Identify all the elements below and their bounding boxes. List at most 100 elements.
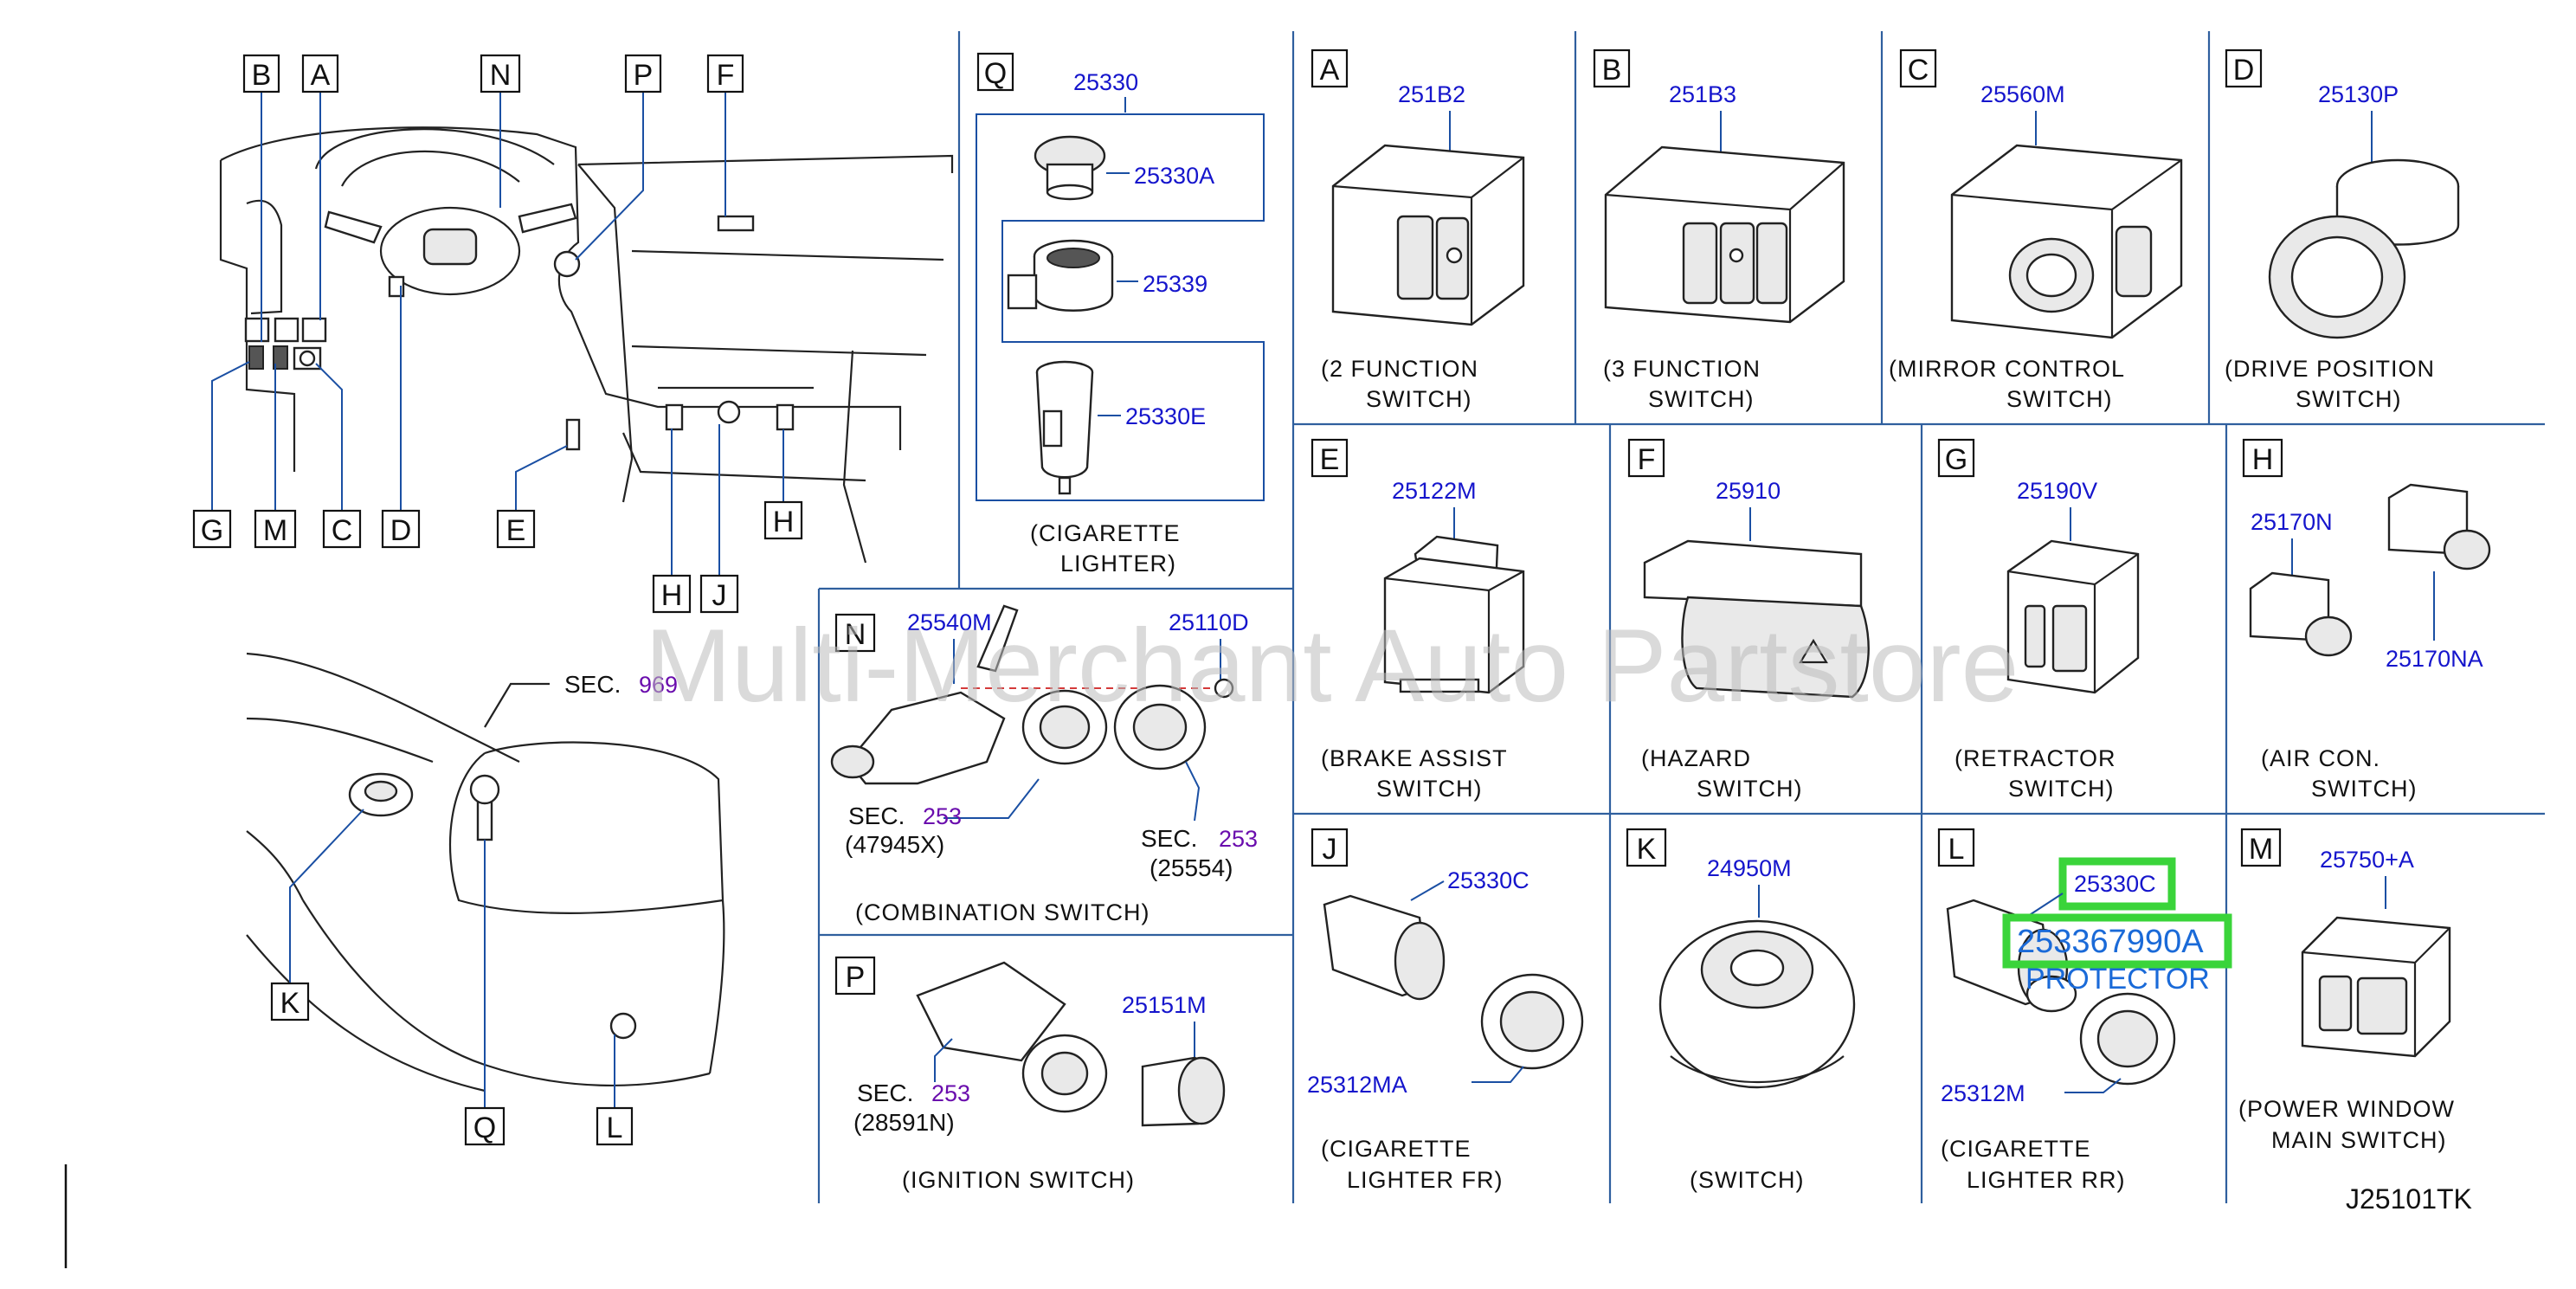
svg-text:J: J: [712, 579, 727, 612]
panel-d-part[interactable]: 25130P: [2318, 81, 2399, 107]
panel-m-letter: M: [2249, 833, 2273, 866]
overview-sec-number[interactable]: 969: [639, 672, 678, 698]
panel-n: N 25540M 25110D SEC. 253 (47945X) SEC. 2…: [830, 604, 1258, 925]
overview-callouts: B A N P F G M C D E H H J K Q L: [192, 54, 803, 1146]
panel-m-part[interactable]: 25750+A: [2320, 847, 2414, 873]
panel-n-sec-left-number[interactable]: 253: [923, 803, 962, 829]
callout-g[interactable]: G: [192, 509, 232, 549]
panel-l-highlight-box-1: [2058, 857, 2176, 911]
panel-q-assembly[interactable]: 25330: [1073, 69, 1138, 95]
panel-k-part[interactable]: 24950M: [1707, 855, 1792, 881]
panel-h-part-2[interactable]: 25170NA: [2386, 646, 2483, 672]
panel-l-part-1[interactable]: 25330C: [2074, 871, 2156, 897]
panel-p-sec-number[interactable]: 253: [931, 1080, 970, 1106]
panel-j: J 25330C 25312MA (CIGARETTE LIGHTER FR): [1307, 828, 1584, 1193]
panel-f-caption-2: SWITCH): [1697, 776, 1802, 802]
panel-e-caption-2: SWITCH): [1376, 776, 1482, 802]
overview-leaders: [211, 92, 784, 576]
panel-grid: [817, 31, 2545, 1203]
panel-e: E 25122M (BRAKE ASSIST SWITCH): [1311, 438, 1525, 802]
callout-a[interactable]: A: [301, 54, 339, 93]
panel-j-part-2[interactable]: 25312MA: [1307, 1072, 1407, 1098]
panel-f-letter: F: [1638, 443, 1656, 476]
panel-a-caption-2: SWITCH): [1366, 386, 1472, 412]
panel-g-letter: G: [1945, 443, 1967, 476]
callout-f[interactable]: F: [706, 54, 744, 93]
panel-j-letter: J: [1323, 833, 1337, 866]
panel-h-caption-1: (AIR CON.: [2261, 745, 2380, 771]
panel-m: M 25750+A (POWER WINDOW MAIN SWITCH): [2238, 828, 2455, 1153]
svg-text:M: M: [263, 514, 287, 547]
panel-c-letter: C: [1908, 54, 1929, 87]
panel-a: A 251B2 (2 FUNCTION SWITCH): [1311, 48, 1525, 412]
panel-a-part[interactable]: 251B2: [1398, 81, 1465, 107]
svg-text:P: P: [634, 59, 654, 92]
panel-m-caption-2: MAIN SWITCH): [2271, 1127, 2446, 1153]
callout-p[interactable]: P: [624, 54, 662, 93]
panel-h-caption-2: SWITCH): [2311, 776, 2417, 802]
panel-n-sec-left-sub: (47945X): [845, 831, 944, 858]
panel-d-letter: D: [2233, 54, 2255, 87]
console-leaders: [289, 809, 615, 1108]
panel-e-letter: E: [1320, 443, 1340, 476]
panel-e-part[interactable]: 25122M: [1392, 478, 1477, 504]
svg-text:Q: Q: [473, 1112, 496, 1144]
panel-n-letter: N: [845, 618, 866, 651]
panel-l-highlight-name: PROTECTOR: [2025, 963, 2210, 996]
panel-g-caption-2: SWITCH): [2008, 776, 2114, 802]
panel-l-part-2[interactable]: 25312M: [1941, 1080, 2025, 1106]
svg-text:B: B: [252, 59, 272, 92]
panel-e-caption-1: (BRAKE ASSIST: [1321, 745, 1508, 771]
panel-g-caption-1: (RETRACTOR: [1955, 745, 2116, 771]
panel-l-letter: L: [1948, 833, 1965, 866]
panel-p: P 25151M SEC. 253 (28591N) (IGNITION SWI…: [834, 956, 1226, 1193]
panel-f: F 25910 (HAZARD SWITCH): [1627, 438, 1870, 802]
panel-b-caption-1: (3 FUNCTION: [1603, 356, 1761, 382]
panel-n-sec-right-number[interactable]: 253: [1219, 826, 1258, 852]
panel-d-caption-2: SWITCH): [2296, 386, 2401, 412]
callout-d[interactable]: D: [381, 509, 421, 549]
panel-q-part-3[interactable]: 25330E: [1125, 403, 1206, 429]
panel-n-part-1[interactable]: 25540M: [907, 609, 992, 635]
callout-h-right[interactable]: H: [763, 500, 803, 540]
panel-q: Q 25330 25330A 25339 25330E (CIGARETTE L…: [976, 52, 1265, 577]
callout-c[interactable]: C: [322, 509, 362, 549]
panel-q-caption-1: (CIGARETTE: [1030, 520, 1181, 546]
panel-p-part[interactable]: 25151M: [1122, 992, 1207, 1018]
callout-q[interactable]: Q: [464, 1106, 506, 1146]
svg-text:F: F: [717, 59, 735, 92]
callout-j[interactable]: J: [699, 574, 739, 614]
panel-c-caption-2: SWITCH): [2006, 386, 2112, 412]
dashboard-overview: [219, 126, 954, 564]
callout-k[interactable]: K: [270, 982, 310, 1022]
callout-l[interactable]: L: [596, 1106, 634, 1146]
panel-d-caption-1: (DRIVE POSITION: [2225, 356, 2435, 382]
panel-k-caption: (SWITCH): [1690, 1167, 1804, 1193]
panel-b-caption-2: SWITCH): [1648, 386, 1754, 412]
callout-e[interactable]: E: [496, 509, 536, 549]
svg-text:G: G: [201, 514, 223, 547]
svg-text:N: N: [490, 59, 512, 92]
panel-m-caption-1: (POWER WINDOW: [2238, 1096, 2455, 1122]
panel-h: H 25170N 25170NA (AIR CON. SWITCH): [2242, 438, 2491, 802]
svg-text:H: H: [773, 506, 795, 538]
panel-f-part[interactable]: 25910: [1716, 478, 1781, 504]
panel-q-part-2[interactable]: 25339: [1143, 271, 1208, 297]
console-overview: [246, 652, 725, 1092]
panel-q-part-1[interactable]: 25330A: [1134, 163, 1214, 189]
panel-c-caption-1: (MIRROR CONTROL: [1889, 356, 2125, 382]
panel-j-part-1[interactable]: 25330C: [1447, 867, 1530, 893]
callout-n[interactable]: N: [480, 54, 521, 93]
panel-q-caption-2: LIGHTER): [1060, 551, 1176, 577]
callout-h-left[interactable]: H: [652, 574, 692, 614]
panel-g-part[interactable]: 25190V: [2017, 478, 2097, 504]
panel-l-highlight-part[interactable]: 253367990A: [2017, 924, 2204, 960]
panel-n-caption: (COMBINATION SWITCH): [855, 899, 1150, 925]
panel-b-part[interactable]: 251B3: [1669, 81, 1736, 107]
callout-b[interactable]: B: [242, 54, 280, 93]
panel-h-part-1[interactable]: 25170N: [2251, 509, 2333, 535]
panel-n-part-2[interactable]: 25110D: [1169, 609, 1249, 635]
callout-m[interactable]: M: [254, 509, 297, 549]
panel-c-part[interactable]: 25560M: [1980, 81, 2065, 107]
